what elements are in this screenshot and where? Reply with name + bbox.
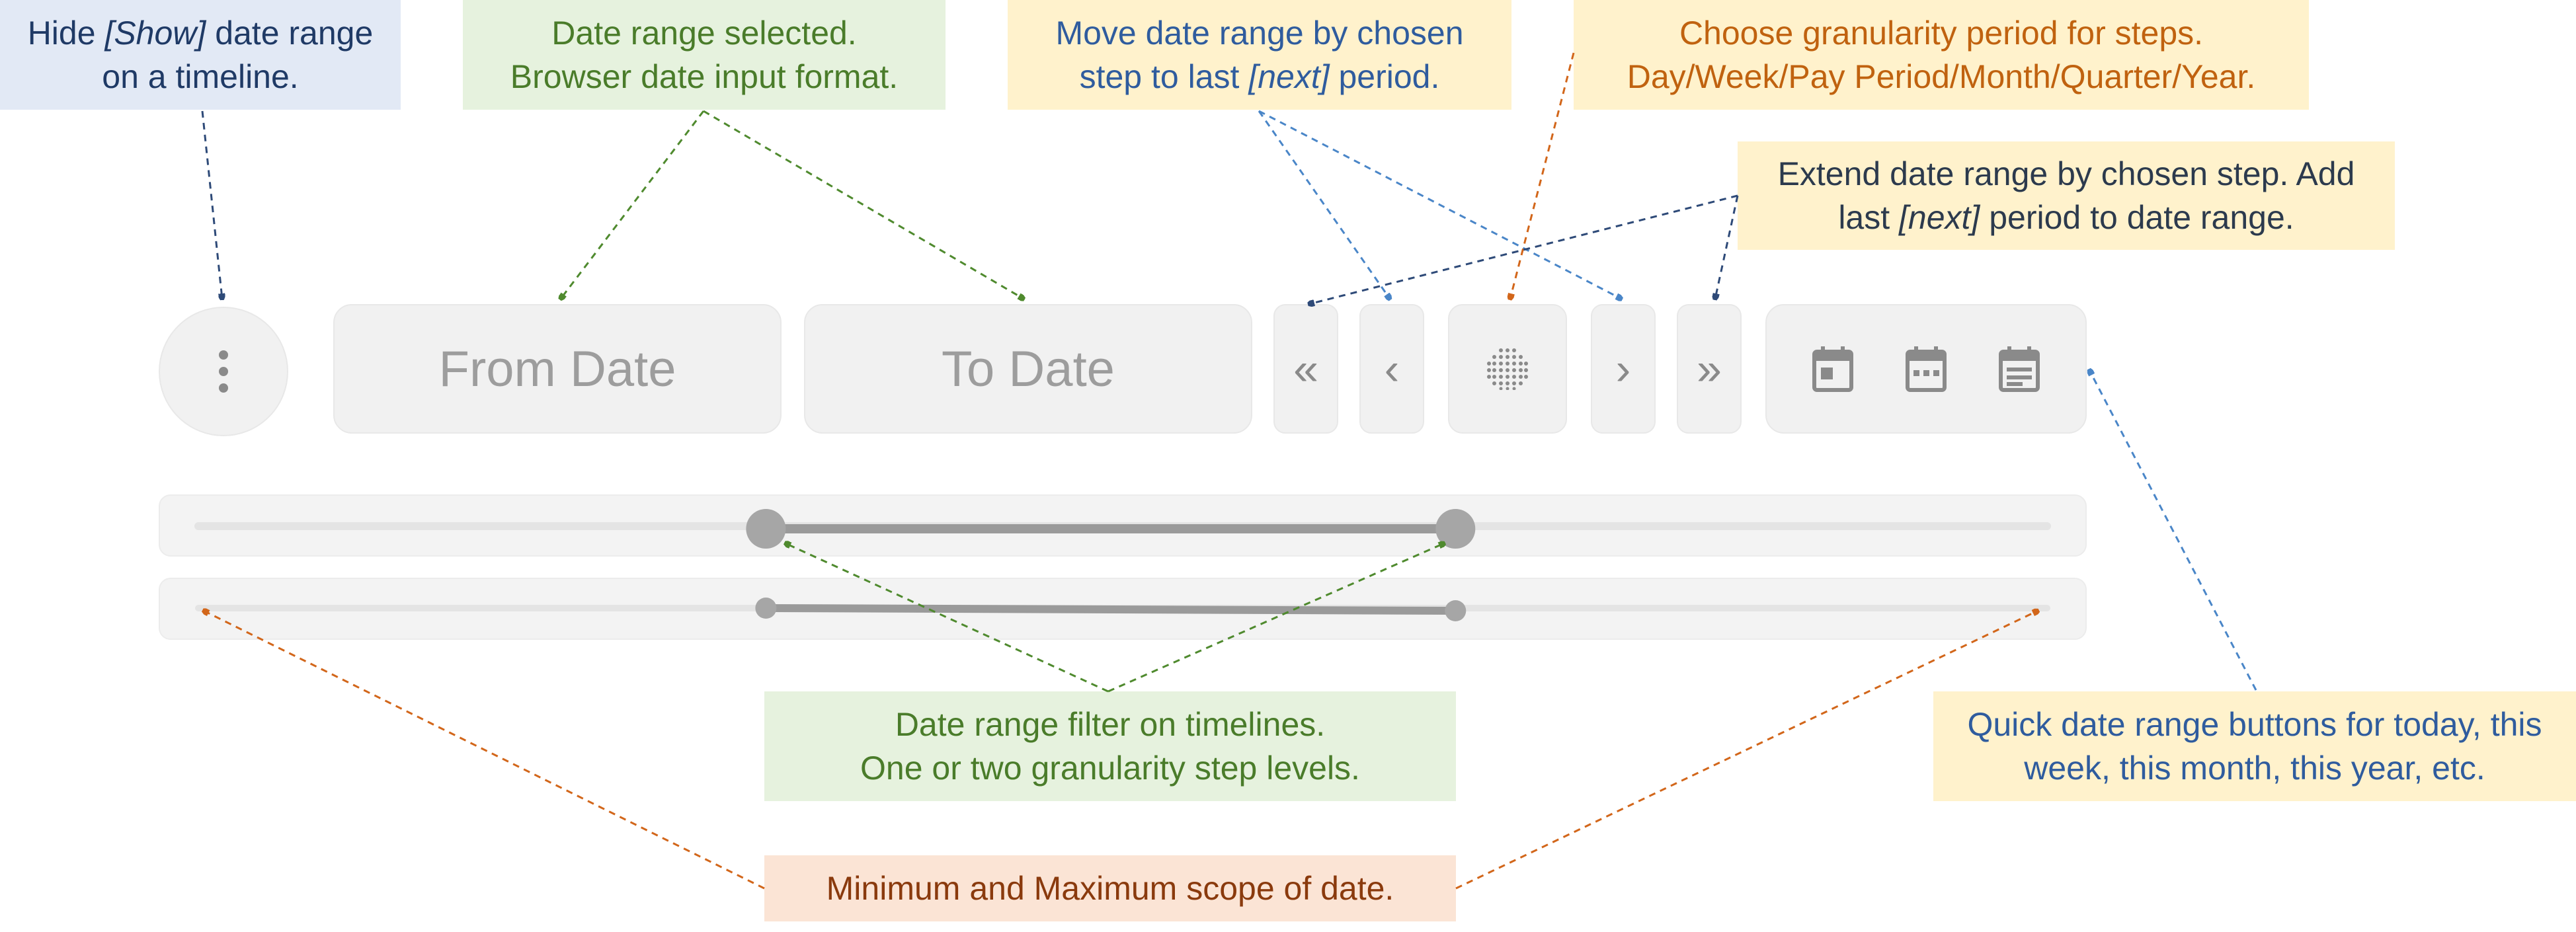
primary-start-handle[interactable]	[746, 509, 786, 549]
granularity-button[interactable]	[1448, 304, 1567, 434]
quick-range-group	[1765, 304, 2087, 434]
secondary-range-line	[766, 604, 1456, 615]
arrow-hide-show	[201, 110, 222, 299]
calendar-today-icon[interactable]	[1812, 345, 1854, 393]
arrow-move-back	[1258, 110, 1390, 299]
arrow-max-scope	[1455, 611, 2038, 890]
callout-min-max: Minimum and Maximum scope of date.	[764, 855, 1456, 921]
callout-granularity: Choose granularity period for steps. Day…	[1574, 0, 2309, 110]
menu-button[interactable]	[159, 307, 288, 436]
dot-grid-icon	[1486, 348, 1529, 390]
arrow-quick-buttons	[2089, 370, 2257, 691]
vertical-dots-icon	[217, 348, 230, 395]
callout-quick-buttons: Quick date range buttons for today, this…	[1933, 691, 2576, 801]
callout-timeline-filter: Date range filter on timelines. One or t…	[764, 691, 1456, 801]
arrow-date-selected-to	[703, 110, 1024, 299]
chevron-left-icon: ‹	[1384, 344, 1400, 394]
secondary-start-handle[interactable]	[755, 598, 777, 619]
secondary-end-handle[interactable]	[1445, 600, 1467, 621]
calendar-month-icon[interactable]	[1998, 345, 2040, 393]
callout-date-selected: Date range selected. Browser date input …	[463, 0, 946, 110]
primary-end-handle[interactable]	[1435, 509, 1476, 549]
arrow-extend-forward	[1715, 195, 1739, 299]
chevron-right-icon: ›	[1615, 344, 1631, 394]
arrow-timeline-end	[1107, 543, 1444, 693]
arrow-date-selected-from	[561, 110, 705, 299]
arrow-timeline-start	[785, 543, 1109, 693]
arrow-extend-back	[1309, 194, 1738, 304]
double-chevron-left-icon: «	[1293, 344, 1318, 394]
to-date-input[interactable]: To Date	[804, 304, 1252, 434]
extend-back-button[interactable]: «	[1273, 304, 1338, 434]
step-back-button[interactable]: ‹	[1359, 304, 1424, 434]
step-forward-button[interactable]: ›	[1591, 304, 1656, 434]
calendar-week-icon[interactable]	[1905, 345, 1947, 393]
double-chevron-right-icon: »	[1697, 344, 1722, 394]
from-date-placeholder: From Date	[438, 340, 676, 397]
arrow-move-forward	[1258, 110, 1621, 299]
from-date-input[interactable]: From Date	[333, 304, 782, 434]
callout-move-range: Move date range by chosen step to last […	[1008, 0, 1511, 110]
extend-forward-button[interactable]: »	[1677, 304, 1742, 434]
arrow-min-scope	[204, 611, 765, 890]
to-date-placeholder: To Date	[942, 340, 1115, 397]
callout-extend-range: Extend date range by chosen step. Add la…	[1738, 141, 2395, 250]
arrow-granularity	[1510, 52, 1575, 299]
callout-hide-show: Hide [Show] date range on a timeline.	[0, 0, 401, 110]
